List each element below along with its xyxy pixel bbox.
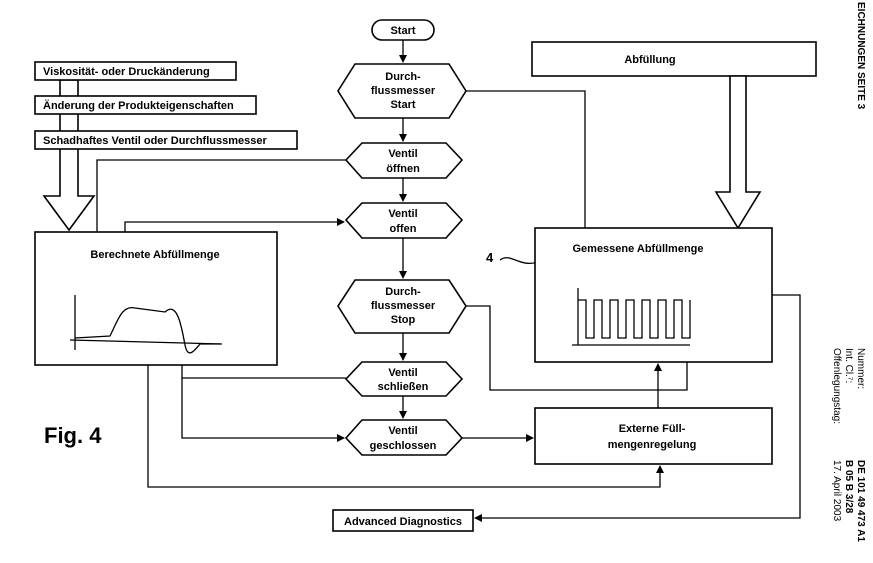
ipc-label: Int. Cl.⁷: xyxy=(843,348,854,383)
calculated-fill-label: Berechnete Abfüllmenge xyxy=(90,249,219,261)
step-label: Ventil xyxy=(388,367,417,379)
advanced-diagnostics-box: Advanced Diagnostics xyxy=(333,510,473,531)
step-label: flussmesser xyxy=(371,85,436,97)
filling-arrow xyxy=(716,76,760,228)
start-label: Start xyxy=(390,25,415,37)
disturbance-label: Viskosität- oder Druckänderung xyxy=(43,66,210,78)
external-control-box: Externe Füll- mengenregelung xyxy=(535,408,772,464)
valve-closed-step: Ventil geschlossen xyxy=(346,420,462,455)
measured-fill-label: Gemessene Abfüllmenge xyxy=(572,243,703,255)
publication-date: 17. April 2003 xyxy=(831,460,842,522)
measured-fill-box: Gemessene Abfüllmenge xyxy=(535,228,772,362)
external-control-label: Externe Füll- xyxy=(619,423,686,435)
step-label: Durch- xyxy=(385,71,421,83)
filling-box: Abfüllung xyxy=(532,42,816,76)
valve-open-step: Ventil offen xyxy=(346,203,462,238)
disturbance-boxes: Viskosität- oder Druckänderung Änderung … xyxy=(35,62,297,149)
disturbance-label: Änderung der Produkteigenschaften xyxy=(43,99,234,112)
step-label: öffnen xyxy=(386,163,420,175)
step-label: Ventil xyxy=(388,148,417,160)
header-row-ipc: Int. Cl.⁷: B 05 B 3/28 xyxy=(843,348,854,514)
flowmeter-stop-step: Durch- flussmesser Stop xyxy=(338,280,466,333)
disturbance-label: Schadhaftes Ventil oder Durchflussmesser xyxy=(43,135,267,147)
header-row-number: Nummer: DE 101 49 473 A1 xyxy=(855,348,866,542)
number-label: Nummer: xyxy=(855,348,866,389)
calculated-fill-box: Berechnete Abfüllmenge xyxy=(35,232,277,365)
step-label: Stop xyxy=(391,314,416,326)
header-row-date: Offenlegungstag: 17. April 2003 xyxy=(831,348,842,522)
filling-label: Abfüllung xyxy=(624,54,675,66)
patent-number: DE 101 49 473 A1 xyxy=(855,460,866,542)
patent-header: EICHNUNGEN SEITE 3 xyxy=(855,2,866,110)
advanced-diagnostics-label: Advanced Diagnostics xyxy=(344,516,462,528)
step-label: offen xyxy=(390,223,417,235)
start-terminator: Start xyxy=(372,20,434,40)
figure-label: Fig. 4 xyxy=(44,423,102,448)
ipc-class: B 05 B 3/28 xyxy=(843,460,854,514)
page-title: EICHNUNGEN SEITE 3 xyxy=(855,2,866,110)
step-label: schließen xyxy=(378,381,429,393)
step-label: Ventil xyxy=(388,425,417,437)
reference-numeral: 4 xyxy=(486,250,494,265)
step-label: geschlossen xyxy=(370,440,437,452)
step-label: Durch- xyxy=(385,286,421,298)
date-label: Offenlegungstag: xyxy=(831,348,842,424)
valve-close-command-step: Ventil schließen xyxy=(346,362,462,396)
flowmeter-start-step: Durch- flussmesser Start xyxy=(338,64,466,118)
valve-open-command-step: Ventil öffnen xyxy=(346,143,462,178)
external-control-label: mengenregelung xyxy=(608,439,697,451)
step-label: flussmesser xyxy=(371,300,436,312)
step-label: Start xyxy=(390,99,415,111)
step-label: Ventil xyxy=(388,208,417,220)
